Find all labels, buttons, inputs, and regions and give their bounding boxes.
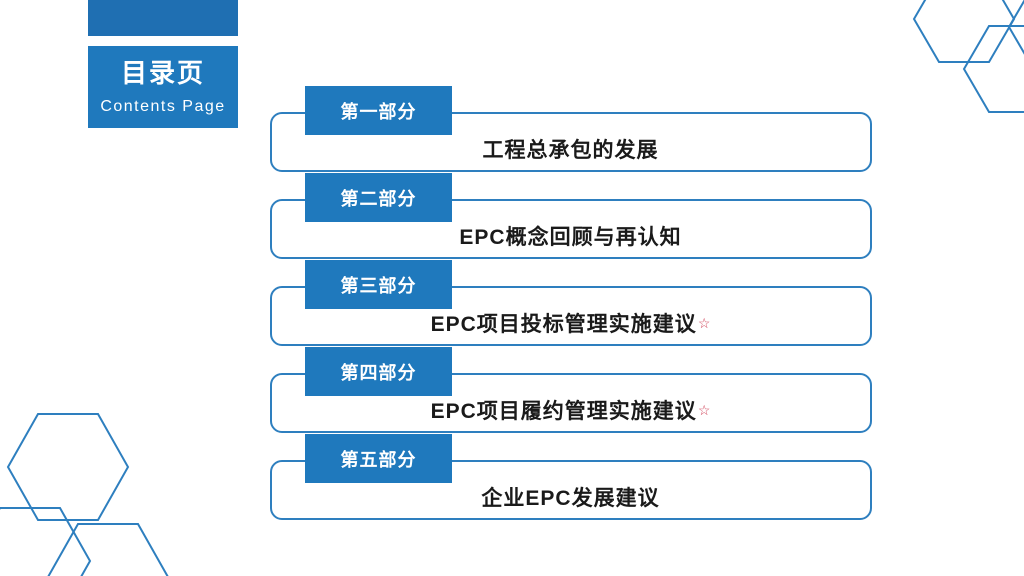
row-badge[interactable]: 第一部分 (305, 86, 452, 135)
row-title: 工程总承包的发展 (270, 112, 872, 172)
row-title: EPC项目履约管理实施建议☆ (270, 373, 872, 433)
row-badge[interactable]: 第五部分 (305, 434, 452, 483)
hexagon-decoration-top-right (884, 0, 1024, 166)
row-title: EPC项目投标管理实施建议☆ (270, 286, 872, 346)
row-title-text: 工程总承包的发展 (482, 139, 659, 162)
row-title-text: EPC项目履约管理实施建议 (430, 400, 697, 423)
row-star-icon: ☆ (697, 401, 712, 418)
title-top-tab (88, 0, 238, 36)
page-title: 目录页 (120, 58, 205, 88)
row-frame (270, 199, 872, 259)
row-star-icon: ☆ (697, 314, 712, 331)
row-title-text: EPC项目投标管理实施建议 (430, 313, 697, 336)
row-badge[interactable]: 第二部分 (305, 173, 452, 222)
row-badge[interactable]: 第三部分 (305, 260, 452, 309)
row-title-text: EPC概念回顾与再认知 (459, 226, 682, 249)
row-badge[interactable]: 第四部分 (305, 347, 452, 396)
hexagon-decoration-bottom-left (0, 396, 190, 576)
page-title-box: 目录页 Contents Page (88, 46, 238, 128)
page-subtitle: Contents Page (100, 98, 226, 115)
row-title: EPC概念回顾与再认知 (270, 199, 872, 259)
row-title-text: 企业EPC发展建议 (481, 487, 660, 510)
row-title: 企业EPC发展建议 (270, 460, 872, 520)
